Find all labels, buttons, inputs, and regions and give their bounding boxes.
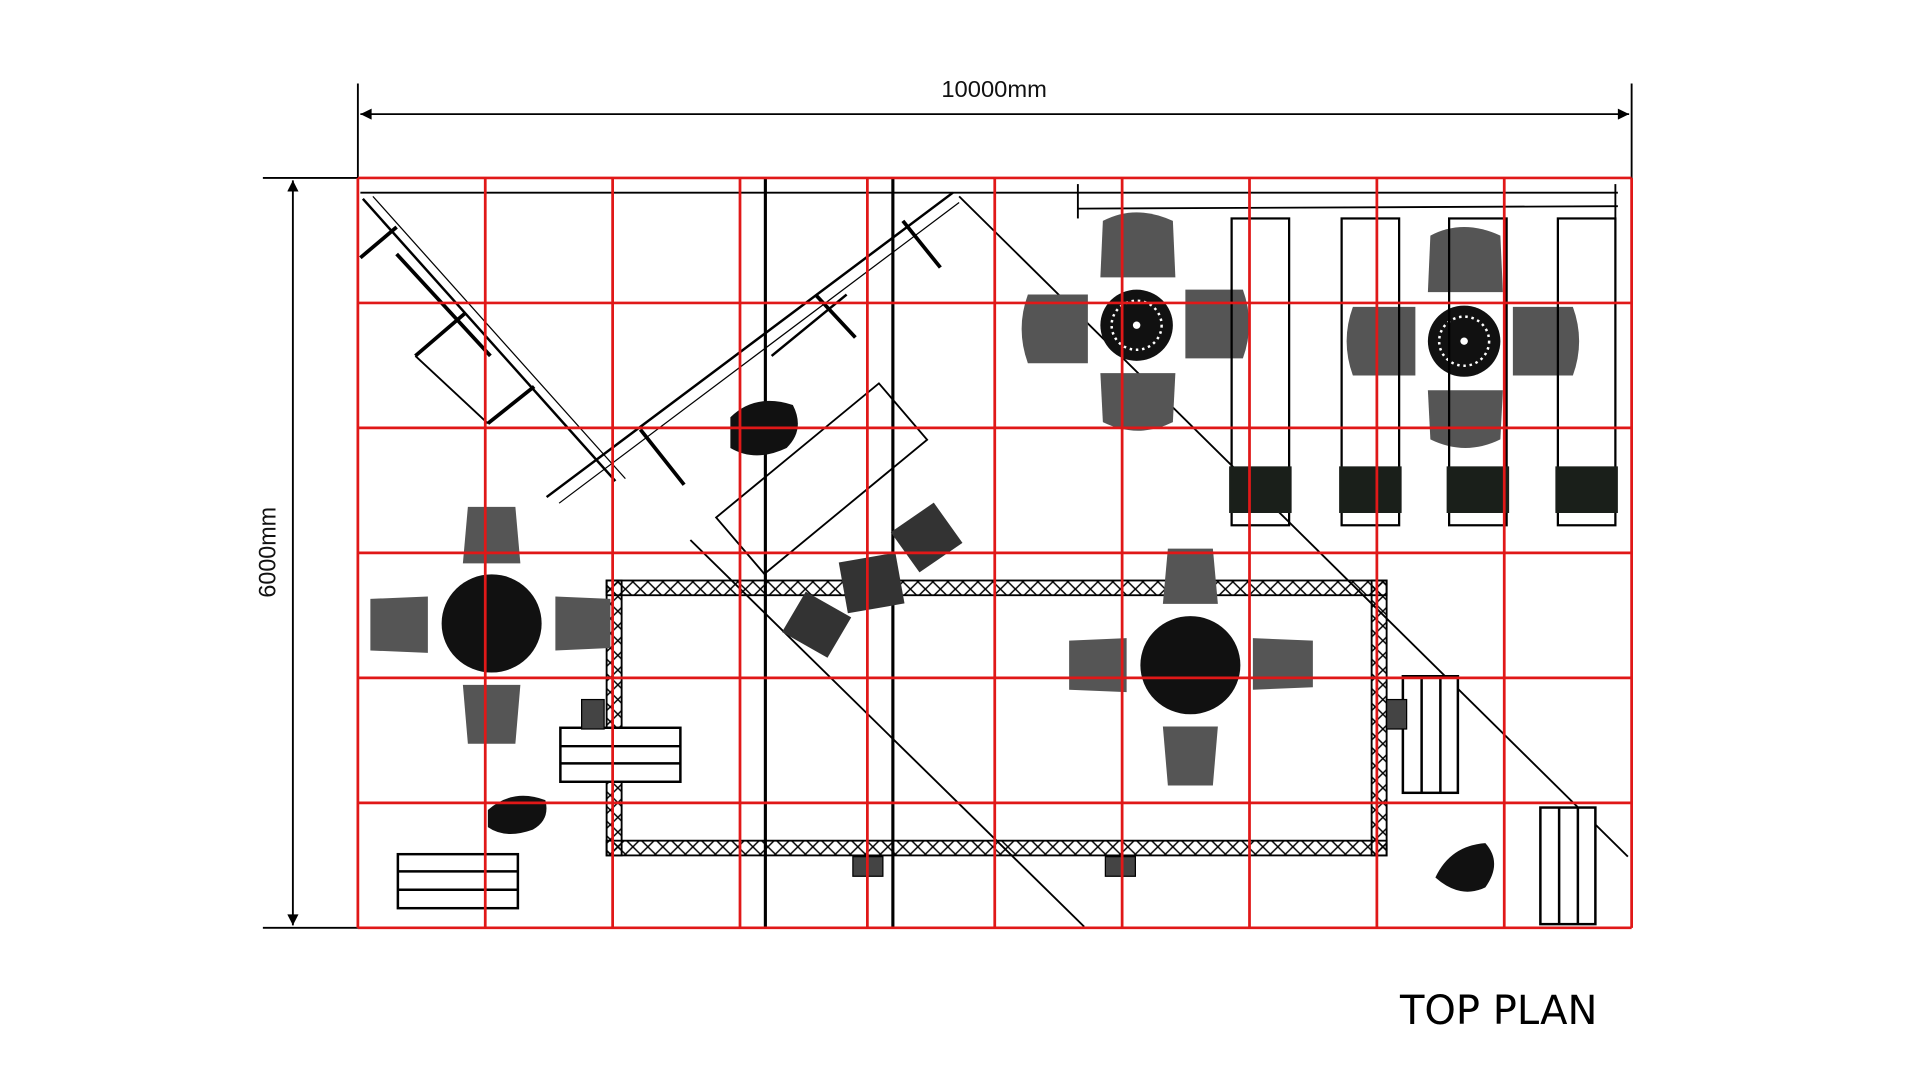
bench [1539, 806, 1597, 926]
chair [462, 684, 521, 744]
chair [555, 596, 611, 651]
bar-table-set-1 [1021, 212, 1250, 431]
depth-label: 6000mm [254, 507, 280, 598]
back-wall [360, 184, 1618, 219]
width-dimension: 10000mm [356, 76, 1633, 178]
angled-chairs [782, 502, 963, 658]
floor-boxes [580, 698, 1408, 877]
display-stand-base [1339, 466, 1402, 513]
chair [462, 506, 521, 564]
drawing-title: TOP PLAN [1400, 988, 1598, 1034]
chair [370, 596, 428, 653]
display-stand [1230, 217, 1291, 527]
display-stand-base [1555, 466, 1618, 513]
chair [1069, 638, 1127, 693]
bar-table-set-2 [1346, 227, 1580, 448]
display-stand [1556, 217, 1617, 527]
table-set-left [370, 506, 611, 744]
bench [1401, 675, 1460, 795]
person-icon [1435, 843, 1495, 892]
person-icon [487, 795, 547, 834]
display-stand [1447, 217, 1508, 527]
display-stand-base [1229, 466, 1292, 513]
width-label: 10000mm [941, 76, 1047, 102]
benches [396, 675, 1597, 926]
diagonal-display-wall-center [545, 191, 960, 576]
chair [1162, 726, 1218, 786]
display-stand-base [1446, 466, 1510, 513]
depth-dimension: 6000mm [254, 177, 358, 929]
round-table [441, 574, 542, 673]
bench [396, 852, 520, 910]
display-stand [1340, 217, 1401, 527]
overhead-truss [605, 579, 1388, 857]
grid-1000mm [356, 176, 1633, 930]
display-stands [1229, 217, 1618, 527]
bench [559, 726, 682, 783]
round-table [1140, 616, 1241, 715]
chair [1252, 638, 1313, 690]
chair [1162, 548, 1218, 604]
diagonal-display-wall-left [359, 195, 626, 482]
